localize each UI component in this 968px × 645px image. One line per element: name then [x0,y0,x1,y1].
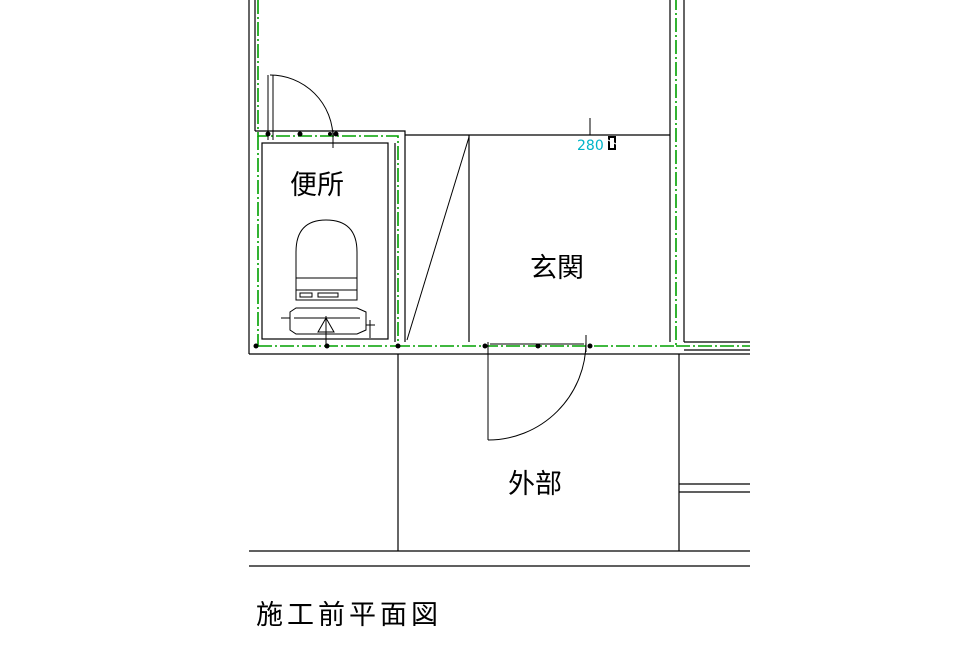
drawing-title: 施工前平面図 [256,600,442,631]
room-label-toilet: 便所 [290,170,344,201]
building-walls [248,0,750,355]
room-label-entrance: 玄関 [530,253,584,284]
toilet-door-swing [267,74,334,148]
equipment-line [253,0,750,349]
dimension-marker: 280 [577,118,617,154]
dimension-value: 280 [577,138,604,154]
entrance-door-swing [487,335,587,441]
room-label-outside: 外部 [508,469,562,500]
toilet-fixture [281,219,375,346]
outside-area [249,354,750,567]
toilet-room [255,130,406,342]
entrance-walls [405,134,670,342]
stair-diagonal [406,136,470,341]
